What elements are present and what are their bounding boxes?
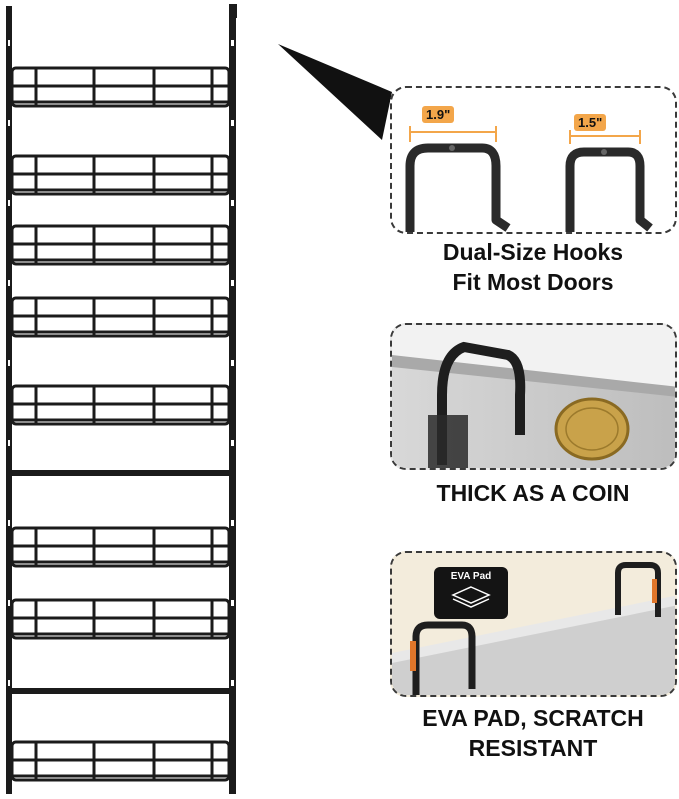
eva-caption: EVA PAD, SCRATCH RESISTANT [388,703,678,763]
rack-shelf-bar [12,470,229,476]
hooks-diagram [405,126,653,232]
eva-pad-badge: EVA Pad [434,567,508,619]
hooks-caption: Dual-Size Hooks Fit Most Doors [388,237,678,297]
eva-pad-icon [451,586,491,608]
rack-basket [10,224,231,266]
hooks-caption-line2: Fit Most Doors [452,269,614,295]
eva-caption-line1: EVA PAD, SCRATCH [422,705,644,731]
rack-basket [10,154,231,196]
right-post [229,6,236,794]
coin-panel [390,323,677,470]
rack-basket [10,66,231,108]
rack-basket [10,526,231,568]
hooks-caption-line1: Dual-Size Hooks [442,239,624,265]
eva-diagram [392,553,675,695]
large-hook-size: 1.9" [422,106,455,123]
rack-basket [10,384,231,426]
eva-caption-line2: RESISTANT [468,735,598,761]
rack-basket [10,296,231,338]
coin-diagram [392,325,675,468]
eva-panel: EVA Pad [390,551,677,697]
small-hook-size: 1.5" [574,114,607,131]
rack-basket [10,740,231,782]
pointer-wedge [278,44,392,140]
spice-rack-illustration [6,4,237,794]
left-post [6,6,12,794]
rack-shelf-bar [12,688,229,694]
rack-basket [10,598,231,640]
hooks-panel: 1.9" 1.5" [390,86,677,234]
coin-caption: THICK AS A COIN [436,480,630,506]
eva-pad-badge-label: EVA Pad [450,571,492,582]
